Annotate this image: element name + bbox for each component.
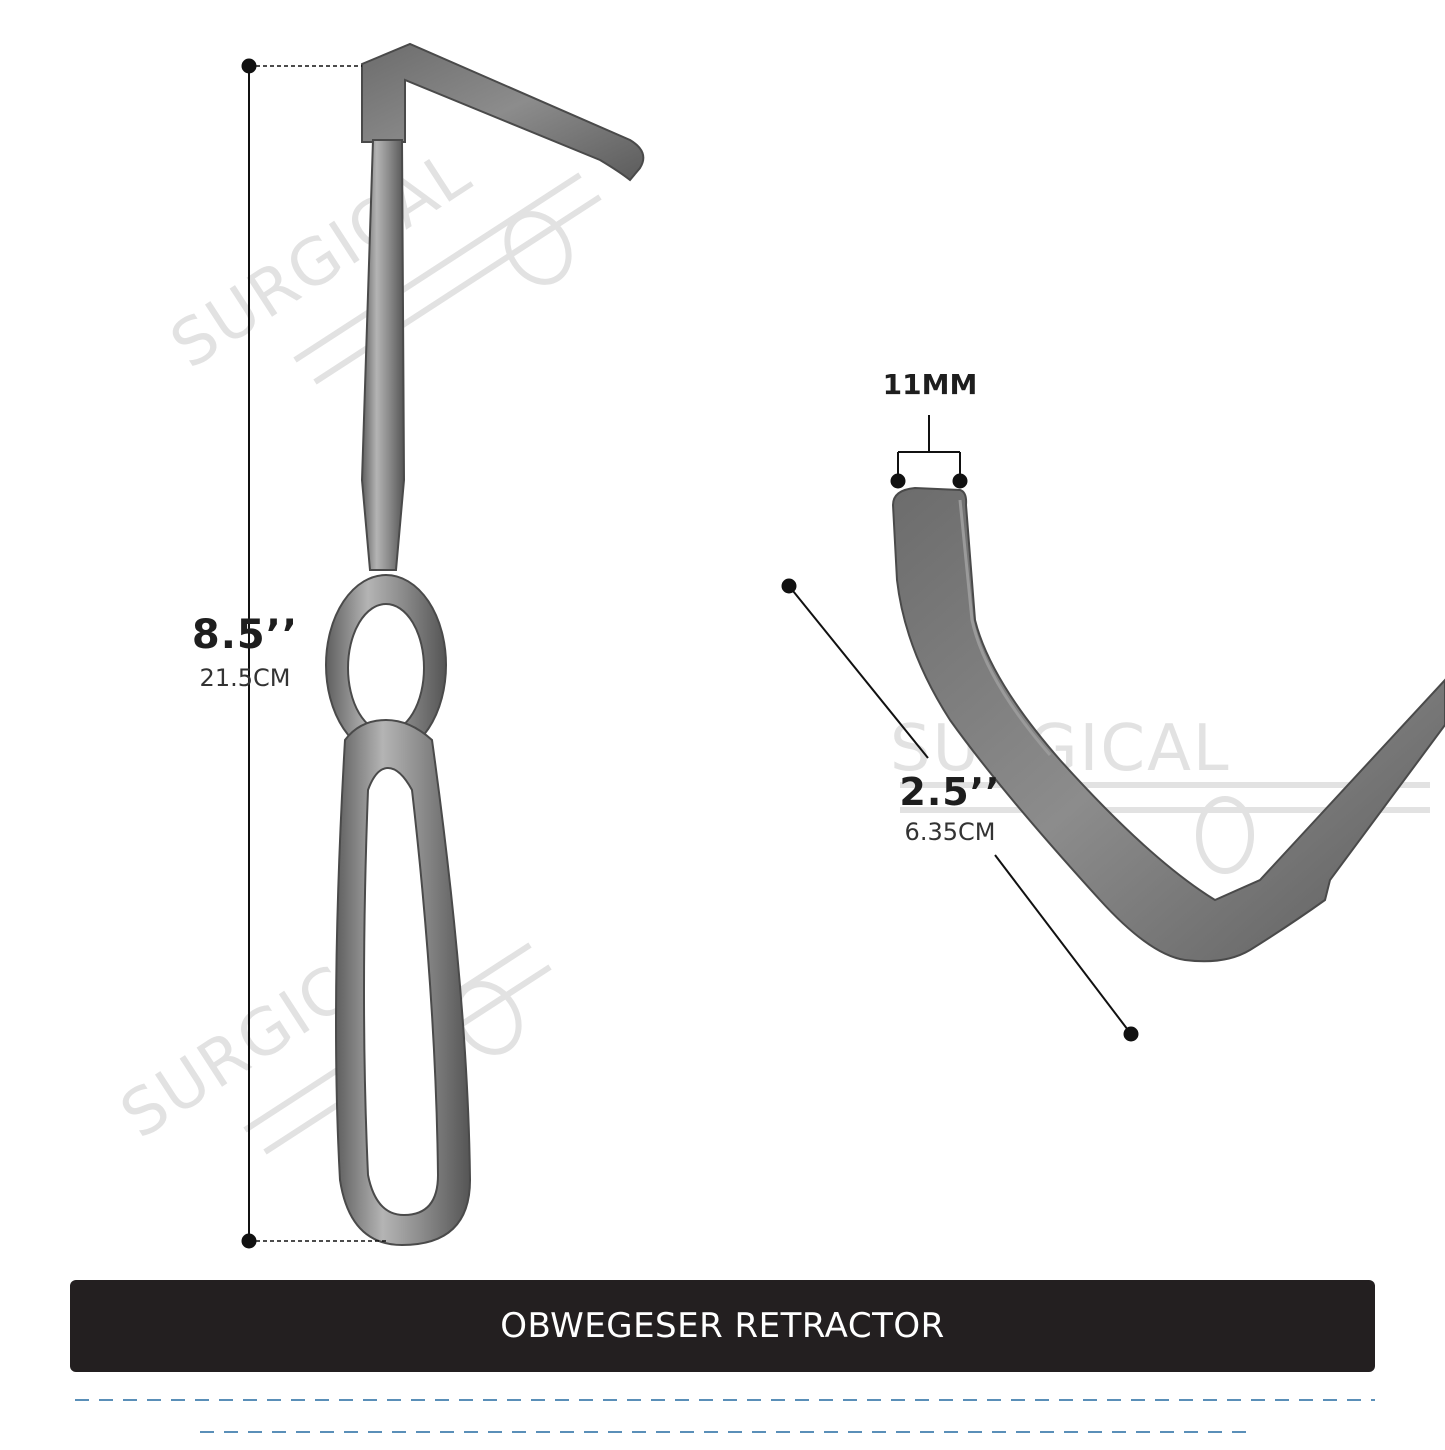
length-cm-label: 21.5CM: [199, 664, 291, 692]
blade-width-label: 11MM: [882, 368, 978, 401]
length-inches-label: 8.5’’: [191, 612, 299, 658]
length-dimension: [241, 58, 388, 1249]
product-title: OBWEGESER RETRACTOR: [500, 1306, 945, 1346]
width-dimension: [890, 415, 968, 489]
footer-dashes: [75, 1399, 1375, 1433]
blade-length-dimension: [781, 578, 1139, 1042]
blade-length-cm-label: 6.35CM: [904, 818, 996, 846]
retractor-full: [325, 42, 645, 1247]
blade-closeup: [891, 486, 1445, 963]
blade-length-inches-label: 2.5’’: [899, 770, 1001, 814]
watermark-bottom: SURGICAL: [108, 906, 552, 1155]
product-title-bar: OBWEGESER RETRACTOR: [70, 1280, 1375, 1372]
